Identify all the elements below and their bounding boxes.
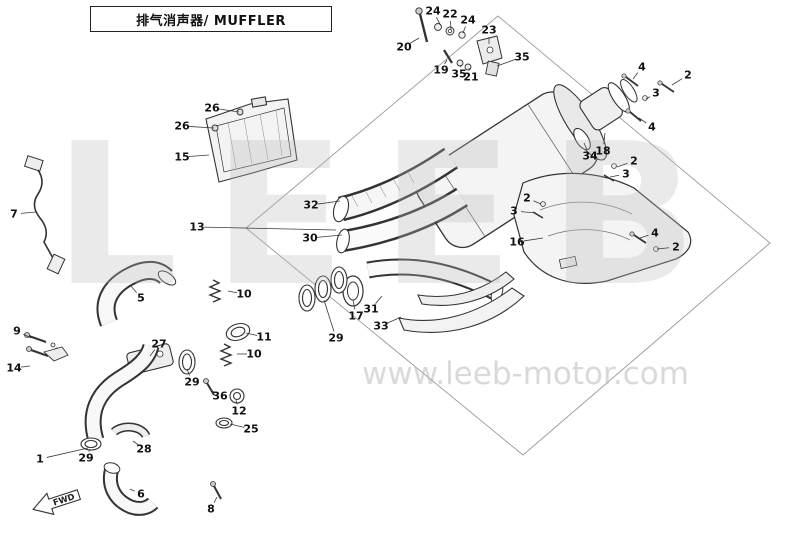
bushing-12 — [229, 388, 245, 404]
inlet-shield-32 — [332, 147, 459, 223]
page-title: 排气消声器/ MUFFLER — [90, 6, 332, 32]
bolt-8 — [210, 481, 222, 500]
mount-35 — [485, 60, 500, 77]
washer-24 — [458, 31, 466, 39]
stud-19 — [443, 49, 453, 64]
washer-21 — [464, 63, 472, 71]
bolt-20 — [415, 7, 423, 15]
nut-24 — [434, 23, 442, 31]
ring-25 — [215, 417, 233, 429]
spring-10-upper — [208, 279, 222, 303]
bolts-9-14-bracket — [24, 332, 69, 362]
front-elbow-pipe-5 — [96, 260, 177, 327]
fwd-label: FWD — [52, 492, 76, 508]
lower-heat-shield-33 — [398, 271, 525, 333]
gasket-29-mid — [178, 349, 196, 375]
front-header-pipe-1 — [84, 343, 160, 443]
top-hardware — [415, 7, 503, 77]
right-hardware — [532, 73, 675, 252]
heat-shield-16 — [513, 172, 692, 284]
gasket-29-left — [80, 437, 102, 451]
boundary-box — [245, 15, 771, 456]
gasket-rings-29 — [298, 266, 348, 312]
washer-35 — [456, 59, 464, 67]
gasket-11 — [225, 322, 251, 342]
lower-pipe-6 — [102, 462, 159, 516]
bolt-36 — [203, 378, 215, 396]
clamp-28 — [110, 422, 151, 439]
fwd-arrow: FWD — [32, 489, 82, 516]
oxygen-sensor-7 — [23, 155, 66, 275]
heat-shield-upper-15 — [205, 96, 298, 183]
flange-ring-17 — [342, 275, 364, 307]
spring-10-lower — [219, 343, 233, 367]
